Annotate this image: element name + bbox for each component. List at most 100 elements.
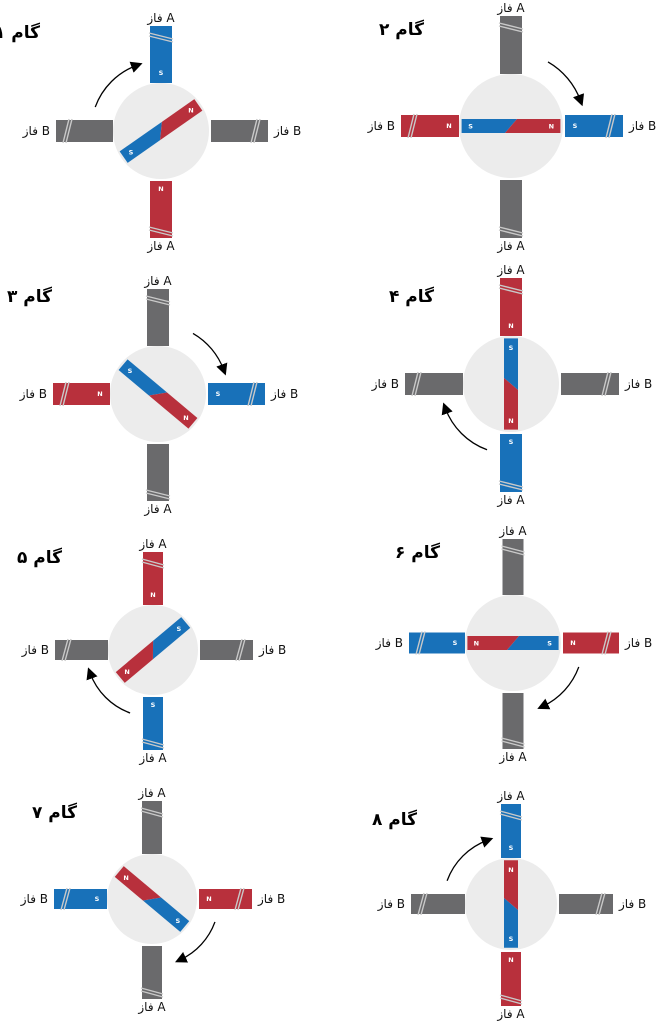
stator-pole-bar: [501, 804, 521, 858]
coil-winding-icon: [141, 558, 165, 569]
coil-winding-icon: [250, 118, 261, 144]
stator-pole-bar: [411, 894, 465, 914]
coil-winding-icon: [59, 381, 70, 407]
coil-winding-icon: [62, 118, 73, 144]
stator-right-south: S: [208, 381, 265, 407]
phase-a-label-bottom: فاز A: [143, 502, 172, 517]
rotation-arrow-icon: [192, 332, 228, 376]
rotor-south-letter: S: [509, 935, 514, 943]
stator-pole-letter: N: [508, 322, 513, 330]
phase-a-label-top: فاز A: [137, 786, 166, 801]
rotor-magnet: NS: [115, 617, 191, 683]
stator-pole-bar: [563, 632, 619, 654]
phase-a-label-bottom: فاز A: [496, 1007, 525, 1022]
stator-bottom-off: [140, 946, 164, 999]
stator-right-off: [211, 118, 268, 144]
rotor-north-letter: N: [124, 668, 129, 676]
coil-winding-icon: [499, 994, 523, 1005]
phase-a-label-bottom: فاز A: [496, 239, 525, 254]
phase-b-label-right: فاز B: [270, 387, 298, 402]
coil-winding-icon: [498, 22, 524, 33]
stator-right-south: S: [565, 113, 623, 139]
stator-pole-letter: S: [509, 844, 514, 852]
phase-a-label-top: فاز A: [143, 274, 172, 289]
rotor-magnet: NS: [118, 359, 198, 429]
stator-pole-letter: N: [97, 390, 102, 398]
step-title: گام ۳: [7, 286, 52, 307]
stator-left-south: S: [54, 887, 107, 911]
step-title: گام ۱: [0, 22, 40, 43]
rotor-north-half: [505, 119, 561, 133]
stator-right-north: N: [563, 631, 619, 655]
rotor-south-half: [461, 119, 517, 133]
rotor-magnet: NS: [119, 99, 203, 163]
phase-a-label-top: فاز A: [496, 789, 525, 804]
stator-bottom-off: [498, 180, 524, 238]
rotor-south-half: [118, 359, 168, 396]
phase-b-label-right: فاز B: [273, 124, 301, 139]
rotor-north-letter: N: [188, 107, 193, 115]
rotor-north-letter: N: [123, 874, 128, 882]
rotation-arrow-icon: [175, 921, 216, 963]
coil-winding-icon: [498, 284, 524, 295]
phase-a-label-top: فاز A: [146, 11, 175, 26]
rotor-north-letter: N: [474, 640, 479, 648]
rotor-south-half: [142, 897, 190, 932]
stator-top-south: S: [499, 804, 523, 858]
phase-b-label-left: فاز B: [367, 119, 395, 134]
rotation-arrow-icon: [94, 61, 143, 108]
coil-winding-icon: [601, 371, 612, 397]
stator-pole-bar: [208, 383, 265, 405]
stator-pole-bar: [501, 952, 521, 1006]
stator-pole-letter: S: [159, 69, 164, 77]
coil-winding-icon: [235, 638, 246, 662]
stator-right-north: N: [199, 887, 252, 911]
rotor-north-half: [114, 866, 162, 901]
stator-bottom-north: N: [148, 181, 174, 238]
stator-left-off: [55, 638, 108, 662]
stator-pole-bar: [55, 640, 108, 660]
stator-pole-letter: S: [151, 701, 156, 709]
coil-winding-icon: [148, 226, 174, 237]
rotor-south-letter: S: [129, 148, 134, 156]
rotor-south-half: [504, 898, 518, 948]
rotation-arrow-icon: [441, 402, 488, 451]
rotation-arrow-icon: [547, 61, 585, 107]
phase-a-label-bottom: فاز A: [146, 239, 175, 254]
coil-winding-icon: [140, 807, 164, 818]
step-title: گام ۵: [17, 547, 62, 568]
stator-left-north: N: [53, 381, 110, 407]
rotor-north-half: [467, 636, 519, 650]
stator-pole-letter: S: [573, 122, 578, 130]
step-title: گام ۷: [32, 802, 77, 823]
stator-bottom-south: S: [498, 434, 524, 492]
phase-b-label-left: فاز B: [20, 892, 48, 907]
phase-b-label-right: فاز B: [258, 643, 286, 658]
coil-winding-icon: [595, 892, 606, 916]
rotor-north-half: [160, 99, 203, 141]
rotor-south-letter: S: [468, 123, 473, 131]
phase-a-label-top: فاز A: [138, 537, 167, 552]
rotor-south-letter: S: [547, 640, 552, 648]
phase-b-label-right: فاز B: [624, 636, 652, 651]
coil-winding-icon: [501, 545, 525, 556]
phase-a-label-top: فاز A: [498, 524, 527, 539]
phase-a-label-bottom: فاز A: [138, 751, 167, 766]
coil-winding-icon: [140, 987, 164, 998]
stator-pole-letter: N: [150, 591, 155, 599]
coil-winding-icon: [499, 810, 523, 821]
rotor-magnet: NS: [504, 860, 518, 948]
stator-pole-letter: N: [158, 185, 163, 193]
stator-pole-letter: S: [453, 639, 458, 647]
stator-left-off: [56, 118, 113, 144]
phase-a-label-top: فاز A: [496, 263, 525, 278]
rotor-north-half: [504, 860, 518, 910]
stator-left-north: N: [401, 113, 459, 139]
coil-winding-icon: [415, 631, 426, 655]
rotor-south-letter: S: [128, 367, 133, 375]
